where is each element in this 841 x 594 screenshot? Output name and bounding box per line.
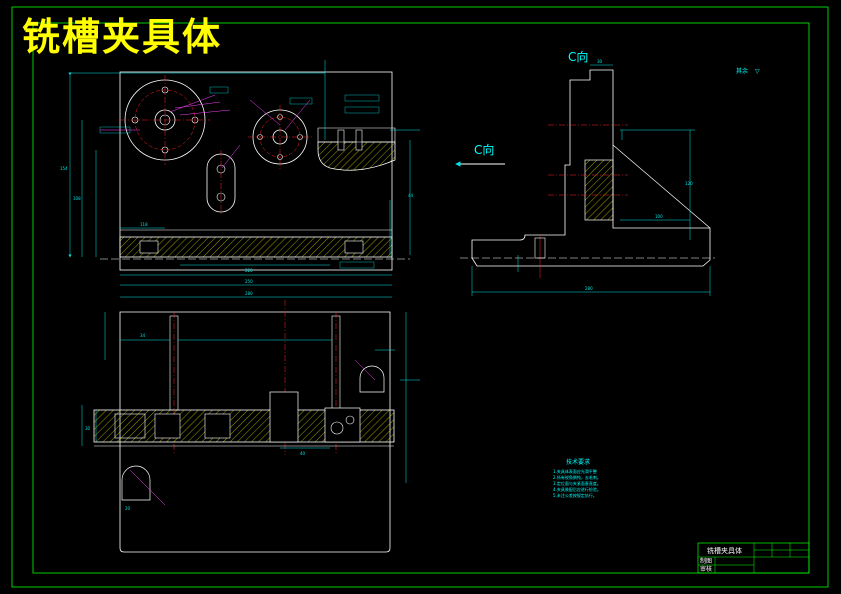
outer-frame [11, 6, 829, 588]
clamp-section [317, 141, 396, 171]
svg-text:250: 250 [245, 279, 253, 284]
front-view: 34 30 40 20 [81, 300, 420, 553]
c-view-label-top: C向 [568, 49, 588, 64]
svg-text:30: 30 [85, 426, 91, 431]
svg-text:20: 20 [125, 506, 131, 511]
svg-text:220: 220 [245, 268, 253, 273]
svg-text:108: 108 [73, 196, 81, 201]
tech-req-line: 4.夹具装配后应进行检验。 [553, 486, 601, 492]
svg-text:280: 280 [585, 286, 593, 291]
title-block: 铣槽夹具体 制图 审核 [697, 542, 810, 574]
svg-text:120: 120 [685, 181, 693, 186]
top-view: 154 108 118 220 250 280 44 [60, 60, 420, 298]
svg-text:34: 34 [140, 333, 146, 338]
surface-note: 其余 [736, 67, 748, 75]
inner-border [32, 22, 810, 574]
drawing-title: 铣槽夹具体 [22, 15, 223, 59]
svg-text:30: 30 [597, 59, 603, 64]
front-view-outline [119, 311, 391, 553]
tech-req-line: 1.夹具体表面应光滑平整 [553, 468, 597, 474]
svg-text:280: 280 [245, 291, 253, 296]
svg-text:40: 40 [300, 451, 306, 456]
top-view-outline [119, 71, 393, 271]
svg-text:100: 100 [655, 214, 663, 219]
tech-req-line: 3.定位面与夹紧面垂直度。 [553, 480, 601, 486]
technical-requirements: 技术要求 1.夹具体表面应光滑平整 2.所有锐角倒钝，去毛刺。 3.定位面与夹紧… [553, 458, 601, 498]
title-block-part-name: 铣槽夹具体 [707, 546, 742, 555]
tech-req-line: 2.所有锐角倒钝，去毛刺。 [553, 474, 601, 480]
base-plate-section [119, 236, 393, 258]
tech-req-heading: 技术要求 [566, 458, 590, 466]
tech-req-line: 5.未注公差按规定执行。 [553, 492, 597, 498]
title-block-review-label: 审核 [700, 565, 712, 573]
svg-text:154: 154 [60, 166, 68, 171]
side-section [584, 159, 614, 221]
svg-text:44: 44 [408, 193, 414, 198]
title-block-drawing-label: 制图 [700, 557, 712, 565]
c-view-arrow-label: C向 [474, 142, 494, 157]
side-view-c: C向 280 120 100 30 C向 [455, 49, 760, 296]
side-view-outline [471, 69, 711, 267]
svg-text:118: 118 [140, 222, 148, 227]
surface-symbol: ▽ [755, 68, 760, 75]
